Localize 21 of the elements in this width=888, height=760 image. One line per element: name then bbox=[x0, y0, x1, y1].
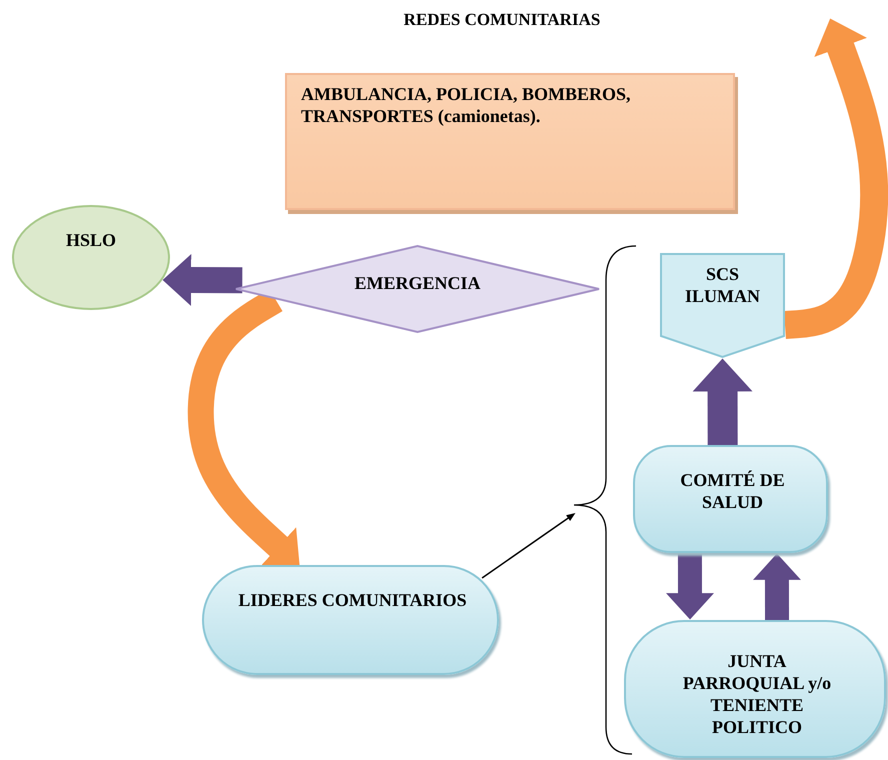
rounded-box bbox=[624, 620, 886, 758]
node-label: COMITÉ DE SALUD bbox=[679, 469, 786, 513]
decision-diamond bbox=[235, 245, 600, 333]
rounded-box bbox=[633, 445, 828, 553]
arrow bbox=[752, 554, 801, 620]
arrow bbox=[162, 254, 242, 306]
node-label: LIDERES COMUNITARIOS bbox=[237, 589, 468, 611]
rounded-box bbox=[202, 565, 499, 675]
pentagon-node bbox=[660, 253, 785, 358]
node-label: SCS ILUMAN bbox=[684, 263, 761, 307]
arrow bbox=[784, 18, 888, 339]
arrow bbox=[666, 553, 714, 620]
arrow bbox=[482, 513, 576, 579]
node-label: EMERGENCIA bbox=[353, 272, 482, 294]
curly-brace bbox=[574, 245, 636, 755]
ellipse-node bbox=[12, 205, 170, 310]
node-label: JUNTA PARROQUIAL y/o TENIENTE POLITICO bbox=[682, 650, 832, 738]
node-label: AMBULANCIA, POLICIA, BOMBEROS, TRANSPORTES (camionetas). bbox=[301, 83, 632, 127]
arrow bbox=[692, 358, 753, 446]
node-label: HSLO bbox=[64, 229, 118, 251]
diagram-title: REDES COMUNITARIAS bbox=[402, 10, 602, 30]
